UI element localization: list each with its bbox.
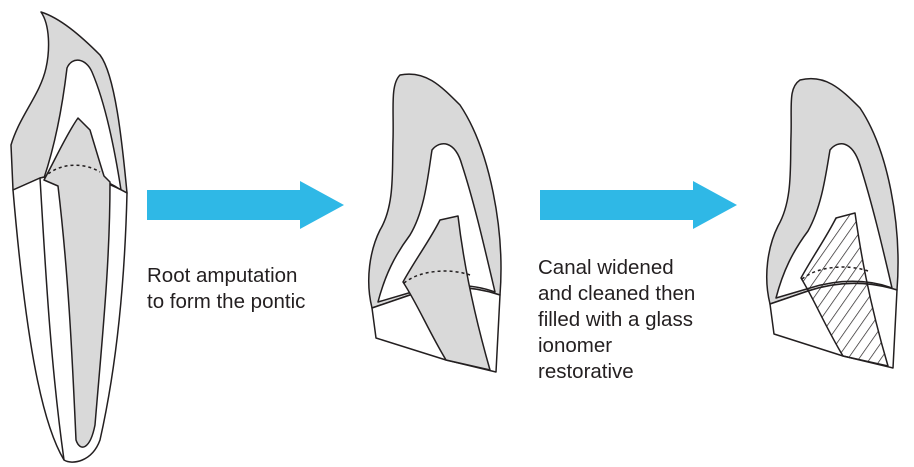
restored-crown-icon bbox=[767, 79, 898, 368]
arrow-right-icon bbox=[540, 181, 737, 229]
step-2-caption: Canal widened and cleaned then filled wi… bbox=[538, 255, 758, 385]
amputated-crown-icon bbox=[369, 74, 501, 372]
step-1-caption: Root amputation to form the pontic bbox=[147, 263, 377, 315]
arrow-right-icon bbox=[147, 181, 344, 229]
whole-tooth-icon bbox=[11, 12, 127, 462]
